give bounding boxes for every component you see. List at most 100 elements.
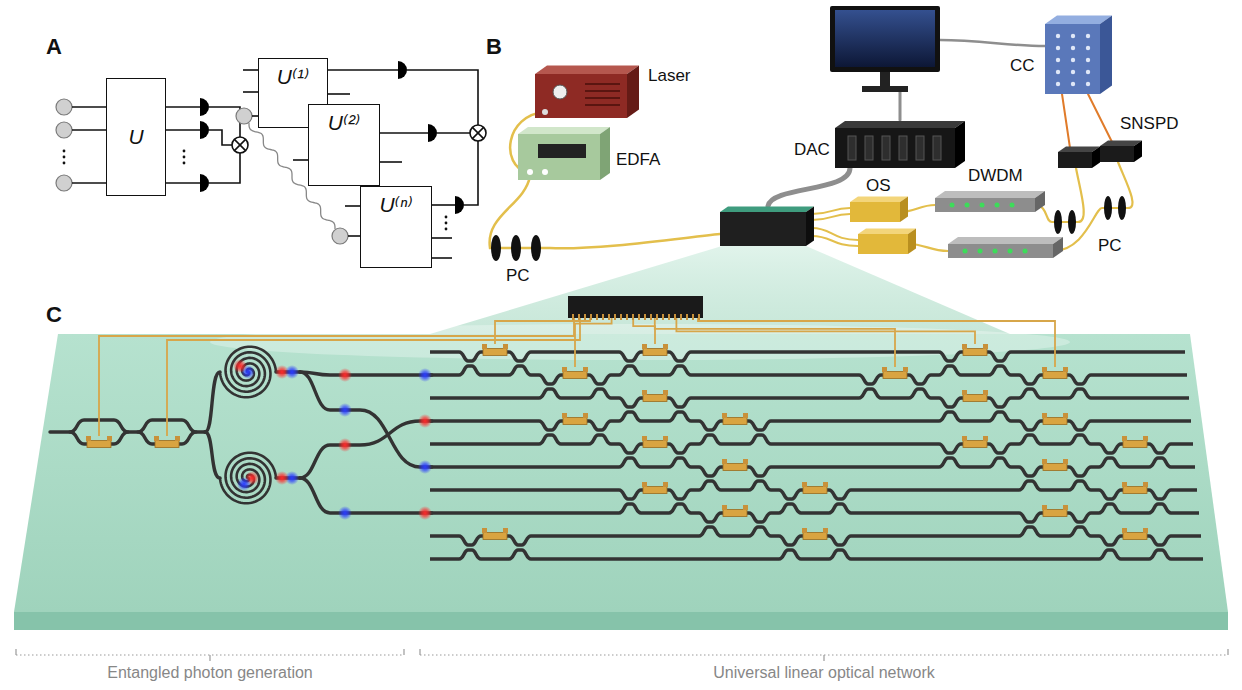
heater-electrode	[643, 395, 667, 402]
waveguide-circuit	[50, 347, 1203, 559]
dac-unit	[848, 136, 856, 160]
heater-pad	[1042, 413, 1047, 418]
electrical-connector	[680, 314, 682, 320]
operator-box: U⁽ⁿ⁾	[360, 186, 432, 268]
heater-pad	[503, 528, 508, 533]
heater-electrode	[1123, 441, 1147, 448]
photon-marker	[338, 403, 352, 417]
region-brackets	[16, 649, 1228, 661]
coincidence-counter	[1056, 70, 1060, 74]
electrical-connector	[674, 314, 676, 320]
dwdm-unit	[995, 203, 1000, 208]
coincidence-counter	[1045, 16, 1112, 94]
region-bracket	[1227, 649, 1228, 655]
polarization-paddle	[491, 235, 501, 261]
dac-unit	[882, 136, 890, 160]
heater-pad	[482, 528, 487, 533]
photon-marker	[418, 460, 432, 474]
waveguide	[430, 481, 1197, 499]
coincidence-counter	[1071, 82, 1075, 86]
coincidence-counter	[1071, 46, 1075, 50]
instrument-label: EDFA	[616, 150, 660, 170]
wire	[432, 257, 452, 259]
waveguide	[300, 372, 432, 375]
heater-electrode	[963, 441, 987, 448]
laser-unit	[535, 66, 639, 74]
dwdm-unit	[993, 249, 998, 254]
heater-pad	[562, 413, 567, 418]
wire	[432, 204, 455, 206]
edfa-unit	[518, 127, 610, 180]
wire	[380, 132, 428, 134]
dwdm-unit	[948, 244, 1053, 258]
waveguide	[300, 478, 432, 513]
dwdm-unit	[935, 191, 1045, 212]
detector-symbol	[398, 61, 407, 79]
instrument-label: DAC	[794, 140, 830, 160]
chip-package	[720, 206, 814, 246]
electrical-connector	[662, 314, 664, 320]
electrical-connector	[686, 314, 688, 320]
signal-cable	[1088, 94, 1112, 142]
coincidence-counter	[1086, 82, 1090, 86]
region-bracket	[419, 649, 420, 655]
instrument-label: Laser	[648, 66, 691, 86]
snspd-unit	[1058, 146, 1100, 168]
heater-electrode	[1043, 464, 1067, 471]
dac-unit	[835, 128, 955, 168]
optical-switch	[908, 228, 916, 254]
gold-wire	[167, 318, 580, 436]
coincidence-counter	[1071, 58, 1075, 62]
wire	[328, 69, 398, 71]
heater-pad	[107, 436, 112, 441]
wire	[209, 130, 232, 145]
wire	[166, 129, 200, 131]
edfa-unit	[518, 134, 600, 180]
snspd-unit	[1058, 152, 1092, 168]
detector-symbol	[428, 124, 437, 142]
dac-unit	[865, 136, 873, 160]
optical-fiber	[812, 228, 858, 240]
coincidence-counter	[1056, 34, 1060, 38]
dwdm-unit	[1008, 249, 1013, 254]
optical-switch	[850, 196, 908, 202]
coincidence-counter	[1100, 16, 1112, 94]
heater-pad	[663, 436, 668, 441]
region-bracket	[823, 655, 824, 661]
coincidence-counter	[1086, 70, 1090, 74]
optical-switch	[900, 196, 908, 222]
instrument-label: PC	[1098, 236, 1122, 256]
electrical-connector	[656, 314, 658, 320]
wire	[166, 106, 200, 108]
dwdm-unit	[948, 237, 1063, 244]
panel-letter: A	[46, 34, 62, 59]
optical-fiber	[812, 208, 850, 214]
heater-electrode	[723, 418, 747, 425]
wire	[328, 93, 350, 95]
polarization-paddle	[1118, 196, 1126, 220]
heater-pad	[722, 505, 727, 510]
heater-pad	[642, 482, 647, 487]
gold-wire	[698, 318, 1055, 367]
wire	[209, 153, 240, 183]
photon-source	[56, 99, 72, 115]
signal-cable	[1062, 94, 1070, 148]
photon-marker	[275, 471, 289, 485]
detector-symbol	[455, 196, 464, 214]
coincidence-counter	[1071, 70, 1075, 74]
heater-pad	[743, 459, 748, 464]
heater-pad	[722, 413, 727, 418]
wire	[209, 107, 240, 137]
optical-fiber	[812, 236, 858, 246]
photon-markers	[233, 359, 432, 520]
region-bracket	[209, 655, 210, 661]
heater-pad	[962, 436, 967, 441]
laser-unit	[553, 85, 567, 99]
operator-box: U	[106, 78, 166, 196]
panel-letter: B	[486, 34, 502, 59]
polarization-paddle	[511, 235, 521, 261]
gold-wire	[655, 318, 895, 367]
heater-pad	[983, 344, 988, 349]
wire	[464, 141, 478, 205]
